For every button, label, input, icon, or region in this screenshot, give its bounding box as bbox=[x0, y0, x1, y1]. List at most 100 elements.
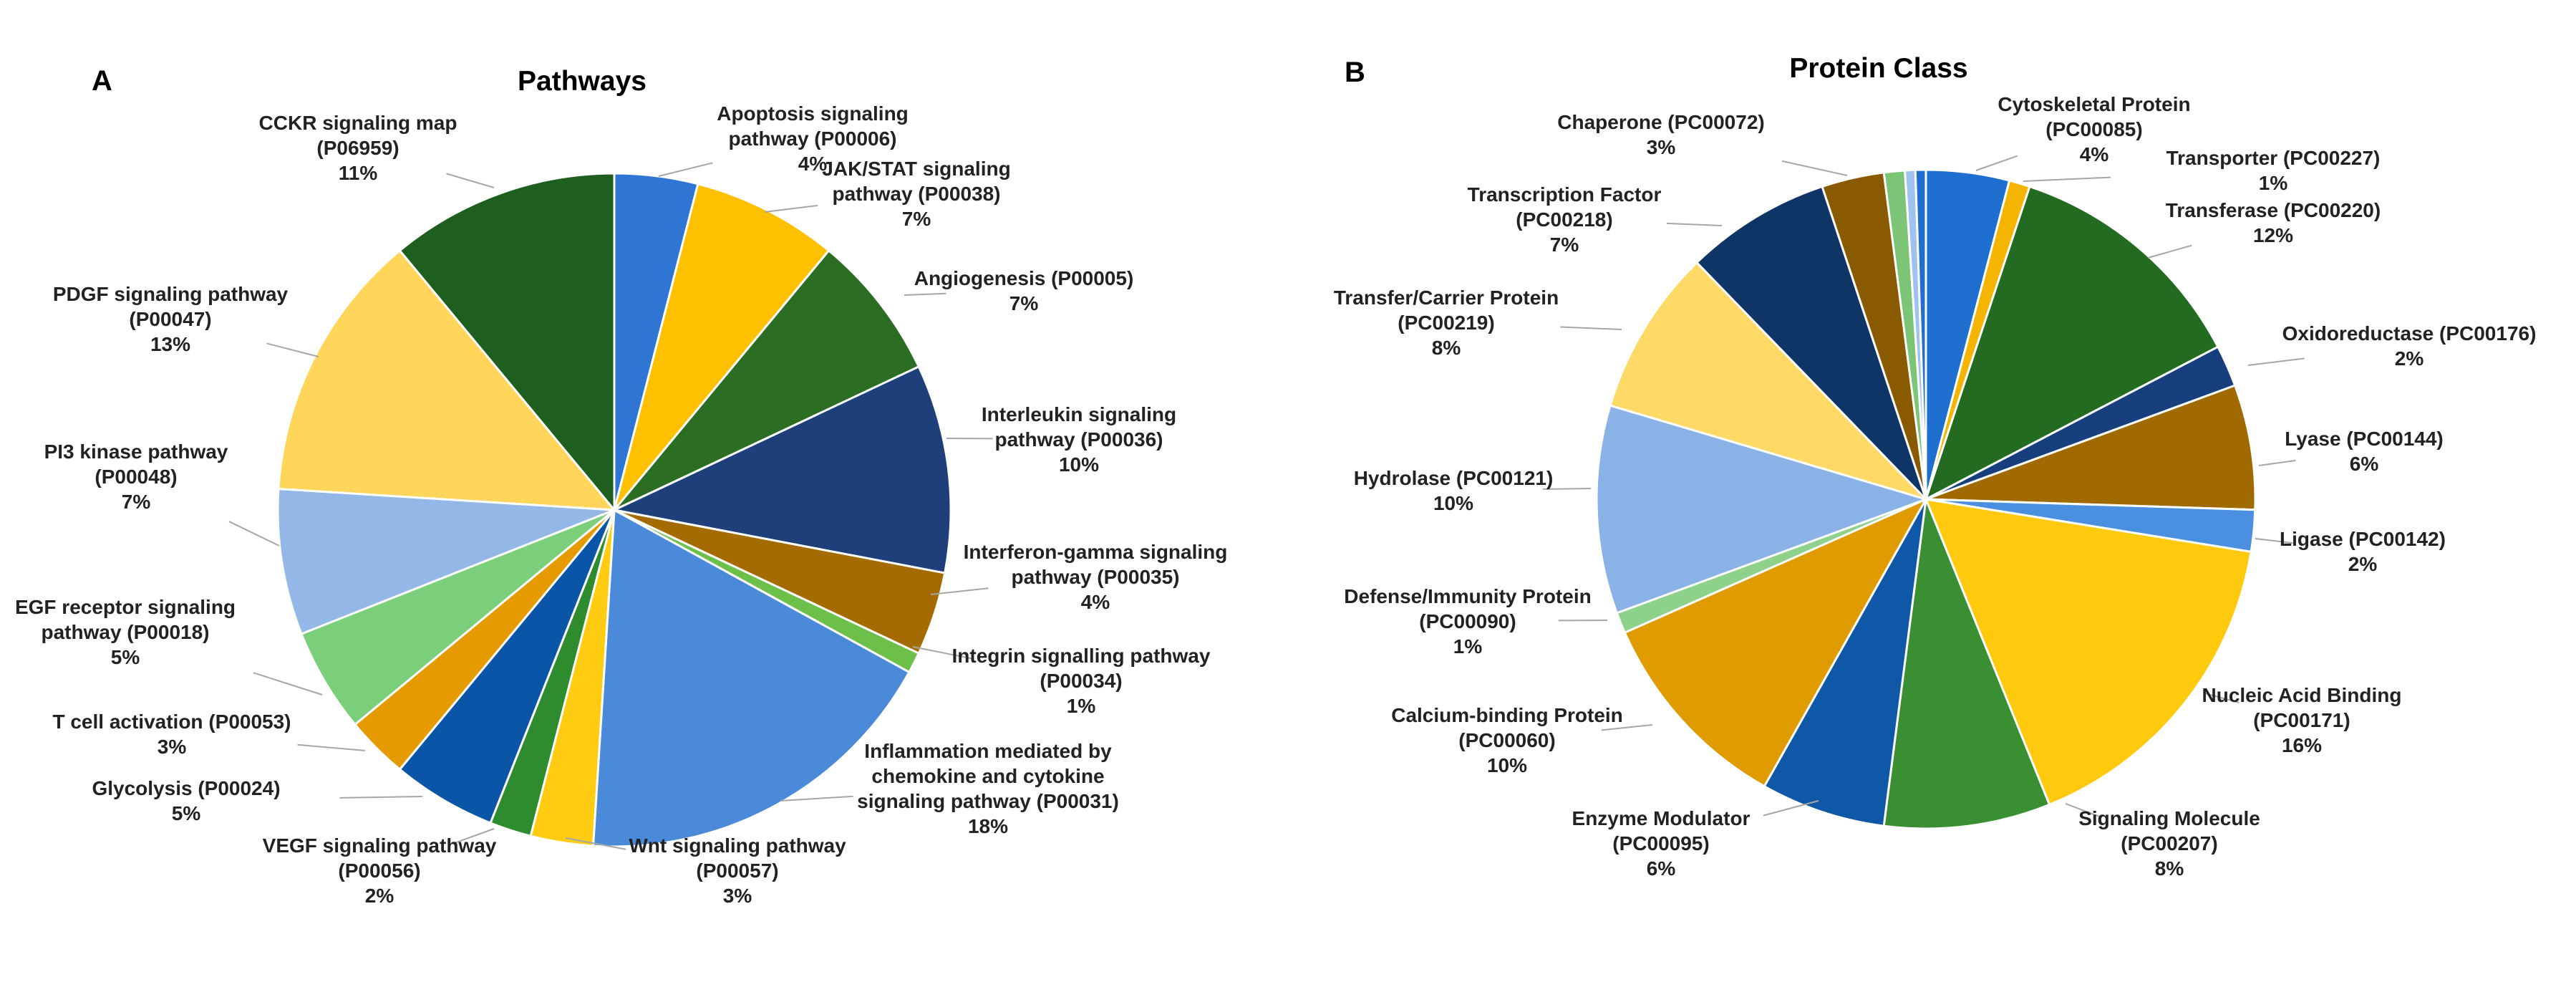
slice-label-line: (PC00060) bbox=[1458, 729, 1555, 751]
slice-label: Enzyme Modulator(PC00095)6% bbox=[1572, 807, 1751, 880]
leader-line bbox=[764, 204, 818, 213]
slice-label-line: pathway (P00018) bbox=[42, 621, 210, 643]
leader-line bbox=[2023, 176, 2111, 182]
leader-line bbox=[253, 672, 323, 695]
slice-percent-label: 10% bbox=[1433, 492, 1473, 514]
leader-line bbox=[1763, 800, 1819, 817]
panel-a-letter: A bbox=[92, 65, 112, 97]
slice-label-line: Calcium-binding Protein bbox=[1391, 704, 1623, 726]
slice-label-line: (PC00219) bbox=[1398, 312, 1494, 334]
pie-slice bbox=[611, 365, 952, 574]
slice-label-line: Cytoskeletal Protein bbox=[1998, 93, 2190, 115]
slice-label-line: Interferon-gamma signaling bbox=[964, 541, 1228, 563]
leader-line bbox=[2147, 244, 2192, 259]
slice-percent-label: 2% bbox=[2348, 553, 2378, 575]
slice-label: Transcription Factor(PC00218)7% bbox=[1468, 183, 1662, 256]
slice-label-line: (PC00207) bbox=[2121, 832, 2217, 854]
leader-line bbox=[2065, 803, 2103, 819]
pie-slice bbox=[1914, 168, 1927, 500]
slice-label-line: Integrin signalling pathway bbox=[952, 645, 1211, 667]
leader-line bbox=[780, 795, 853, 801]
slice-label: Transfer/Carrier Protein(PC00219)8% bbox=[1334, 287, 1559, 359]
slice-label-line: (P00048) bbox=[95, 466, 177, 488]
slice-label: PI3 kinase pathway (P00048) 7% bbox=[44, 440, 228, 513]
leader-line bbox=[297, 743, 366, 751]
pie-slice bbox=[1623, 496, 1929, 788]
leader-line bbox=[339, 796, 423, 799]
slice-label: Lyase (PC00144)6% bbox=[2285, 428, 2444, 475]
leader-line bbox=[2255, 538, 2293, 544]
slice-label-line: Chaperone (PC00072) bbox=[1557, 111, 1764, 133]
slice-label-line: Glycolysis (P00024) bbox=[92, 777, 280, 799]
leader-line bbox=[1781, 160, 1848, 176]
slice-label-line: CCKR signaling map bbox=[259, 112, 457, 134]
leader-line bbox=[453, 828, 495, 844]
slice-label: Glycolysis (P00024)5% bbox=[92, 777, 280, 824]
panel-b-title: Protein Class bbox=[1789, 53, 1967, 84]
leader-line bbox=[1975, 155, 2018, 171]
slice-label: Chaperone (PC00072) 3% bbox=[1557, 111, 1764, 158]
slice-label-line: (PC00085) bbox=[2045, 118, 2142, 140]
slice-label: Calcium-binding Protein (PC00060) 10% bbox=[1391, 704, 1623, 776]
pie-slice bbox=[591, 508, 911, 848]
pie-slice bbox=[398, 172, 616, 514]
leader-line bbox=[446, 173, 495, 188]
slice-label-line: Transferase (PC00220) bbox=[2166, 199, 2381, 221]
slice-percent-label: 3% bbox=[1647, 136, 1676, 158]
slice-label-line: Defense/Immunity Protein bbox=[1344, 585, 1591, 607]
slice-label: Interferon-gamma signaling pathway (P0003… bbox=[964, 541, 1228, 613]
leader-line bbox=[904, 292, 946, 296]
slice-label-line: pathway (P00036) bbox=[995, 428, 1163, 451]
slice-label-line: PDGF signaling pathway bbox=[53, 283, 289, 305]
leader-line bbox=[1560, 326, 1622, 330]
panel-b-protein-class: B Protein Class Cytoskeletal Protein(PC0… bbox=[1334, 53, 2537, 880]
slice-label-line: PI3 kinase pathway bbox=[44, 440, 228, 463]
slice-percent-label: 6% bbox=[1647, 857, 1676, 880]
slice-label-line: Transfer/Carrier Protein bbox=[1334, 287, 1559, 309]
leader-line bbox=[658, 162, 713, 177]
slice-label-line: chemokine and cytokine bbox=[871, 765, 1104, 787]
slice-label: Integrin signalling pathway(P00034)1% bbox=[952, 645, 1211, 717]
pie-slice bbox=[300, 509, 615, 726]
panel-a-title: Pathways bbox=[518, 66, 647, 97]
slice-percent-label: 10% bbox=[1487, 754, 1527, 776]
pie-slice bbox=[398, 509, 616, 824]
slice-percent-label: 2% bbox=[2395, 347, 2424, 370]
slice-label-line: Transporter (PC00227) bbox=[2166, 147, 2381, 169]
slice-label-line: EGF receptor signaling bbox=[15, 596, 236, 618]
slice-label: EGF receptor signaling pathway (P00018) 5% bbox=[15, 596, 236, 668]
slice-label-line: (P00056) bbox=[338, 860, 420, 882]
slice-percent-label: 18% bbox=[968, 815, 1008, 837]
slice-percent-label: 4% bbox=[798, 153, 828, 175]
slice-label-line: Ligase (PC00142) bbox=[2280, 528, 2446, 550]
slice-label: Ligase (PC00142) 2% bbox=[2280, 528, 2446, 575]
slice-label-line: JAK/STAT signaling bbox=[822, 158, 1010, 180]
slice-percent-label: 6% bbox=[2350, 453, 2379, 475]
leader-line bbox=[1542, 488, 1592, 490]
slice-label: Wnt signaling pathway(P00057)3% bbox=[629, 834, 846, 907]
slice-percent-label: 10% bbox=[1059, 453, 1099, 476]
pie-slice bbox=[1695, 185, 1927, 501]
slice-label-line: Apoptosis signaling bbox=[717, 102, 909, 125]
pie-slice bbox=[613, 182, 831, 511]
slice-percent-label: 5% bbox=[111, 646, 140, 668]
pie-slice bbox=[1595, 404, 1929, 615]
slice-percent-label: 7% bbox=[122, 491, 151, 513]
pie-slice bbox=[1925, 384, 2257, 511]
slice-label: Nucleic Acid Binding(PC00171)16% bbox=[2202, 684, 2402, 756]
slice-label: Oxidoreductase (PC00176)2% bbox=[2282, 322, 2537, 370]
pie-slice bbox=[1924, 498, 2252, 807]
slice-label-line: (P00057) bbox=[696, 860, 778, 882]
pie-slice bbox=[1882, 495, 2051, 830]
slice-label-line: VEGF signaling pathway bbox=[263, 834, 497, 857]
slice-label-line: pathway (P00035) bbox=[1012, 566, 1180, 588]
slice-percent-label: 4% bbox=[2080, 143, 2109, 165]
leader-line bbox=[2247, 357, 2305, 366]
slice-label-line: Nucleic Acid Binding bbox=[2202, 684, 2402, 706]
leader-line bbox=[1666, 222, 1723, 226]
slice-label-line: Hydrolase (PC00121) bbox=[1354, 467, 1554, 489]
